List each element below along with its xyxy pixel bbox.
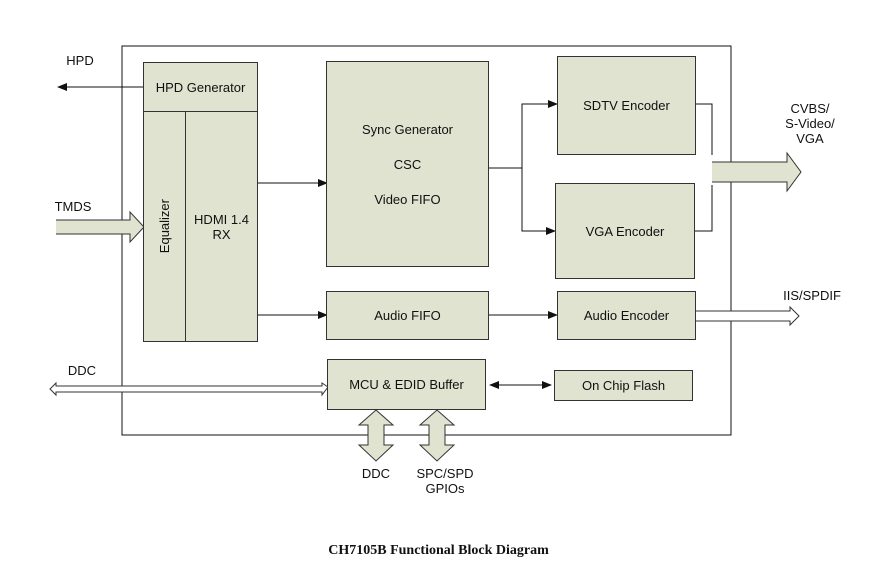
spc-spd-label-line1: SPC/SPD (416, 466, 474, 481)
tmds-arrow (56, 210, 145, 244)
spc-spd-signal-label: SPC/SPD GPIOs (405, 466, 485, 496)
cvbs-label-line3: VGA (796, 131, 824, 146)
sync-generator-label: Sync Generator (361, 121, 454, 137)
vga-encoder-block: VGA Encoder (555, 183, 695, 279)
hpd-generator-label: HPD Generator (155, 79, 246, 95)
ddc-bottom-arrow (357, 409, 395, 462)
video-to-sdtv-arrow (521, 100, 558, 168)
hpd-generator-block: HPD Generator (143, 62, 258, 112)
equalizer-label: Equalizer (157, 199, 172, 254)
ddc-left-arrow (49, 381, 329, 397)
hpd-signal-label: HPD (66, 53, 94, 68)
spc-spd-arrow (418, 409, 456, 462)
iis-spdif-signal-label: IIS/SPDIF (783, 288, 841, 303)
video-to-vga-arrow (521, 168, 556, 235)
spc-spd-label-line2: GPIOs (425, 481, 465, 496)
diagram-caption: CH7105B Functional Block Diagram (328, 543, 549, 558)
equalizer-block: Equalizer (143, 111, 186, 342)
video-core-block: Sync Generator CSC Video FIFO (326, 61, 489, 267)
cvbs-signal-label: CVBS/ S-Video/ VGA (770, 101, 850, 146)
sdtv-encoder-label: SDTV Encoder (583, 98, 670, 113)
ddc-left-signal-label: DDC (67, 363, 97, 378)
iis-spdif-arrow (696, 305, 800, 327)
audio-encoder-label: Audio Encoder (583, 308, 670, 323)
on-chip-flash-label: On Chip Flash (581, 378, 666, 393)
hdmi-rx-label-line2: RX (212, 226, 231, 242)
cvbs-label-line1: CVBS/ (790, 101, 830, 116)
cvbs-label-line2: S-Video/ (785, 116, 835, 131)
vga-merge-line (694, 185, 713, 232)
chip-boundary (121, 45, 732, 436)
cvbs-arrow (712, 151, 802, 193)
audio-encoder-block: Audio Encoder (557, 291, 696, 340)
csc-label: CSC (393, 156, 422, 172)
on-chip-flash-block: On Chip Flash (554, 370, 693, 401)
sdtv-encoder-block: SDTV Encoder (557, 56, 696, 155)
audio-fifo-label: Audio FIFO (374, 308, 441, 323)
hdmi-rx-label-line1: HDMI 1.4 (194, 211, 249, 227)
mcu-edid-label: MCU & EDID Buffer (349, 377, 464, 392)
sdtv-merge-line (696, 103, 713, 155)
video-fifo-label: Video FIFO (374, 191, 441, 207)
mcu-edid-block: MCU & EDID Buffer (327, 359, 486, 410)
ddc-bottom-signal-label: DDC (361, 466, 391, 481)
hdmi-rx-block: HDMI 1.4 RX (185, 111, 258, 342)
vga-encoder-label: VGA Encoder (585, 223, 665, 239)
audio-fifo-block: Audio FIFO (326, 291, 489, 340)
tmds-signal-label: TMDS (54, 199, 92, 214)
